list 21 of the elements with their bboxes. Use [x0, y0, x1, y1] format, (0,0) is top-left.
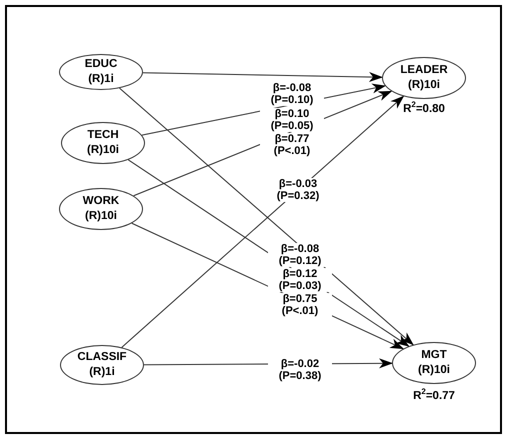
construct-ellipse [382, 57, 466, 99]
construct-ellipse [392, 342, 476, 384]
indicator-count: (R)1i [88, 72, 114, 87]
indicator-count: (R)10i [87, 143, 119, 158]
edge-label: β=0.12 (P=0.03) [268, 268, 332, 292]
r-squared-label: R$^{2}$=0.80 [403, 103, 445, 115]
construct-ellipse [59, 188, 143, 230]
construct-name: WORK [82, 194, 120, 209]
indicator-count: (R)10i [418, 363, 450, 378]
indicator-count: (R)10i [408, 78, 440, 93]
edge-label: β=0.10 (P=0.05) [260, 108, 324, 132]
edge-label: β=-0.02 (P=0.38) [268, 358, 332, 382]
construct-name: EDUC [84, 57, 118, 72]
construct-name: LEADER [400, 63, 448, 78]
construct-name: MGT [421, 348, 447, 363]
r-squared-label: R$^{2}$=0.77 [413, 390, 455, 402]
arrow [142, 72, 384, 82]
construct-name: TECH [87, 128, 119, 143]
indicator-count: (R)10i [85, 209, 117, 224]
construct-name: CLASSIF [77, 350, 127, 365]
indicator-count: (R)1i [89, 365, 115, 380]
